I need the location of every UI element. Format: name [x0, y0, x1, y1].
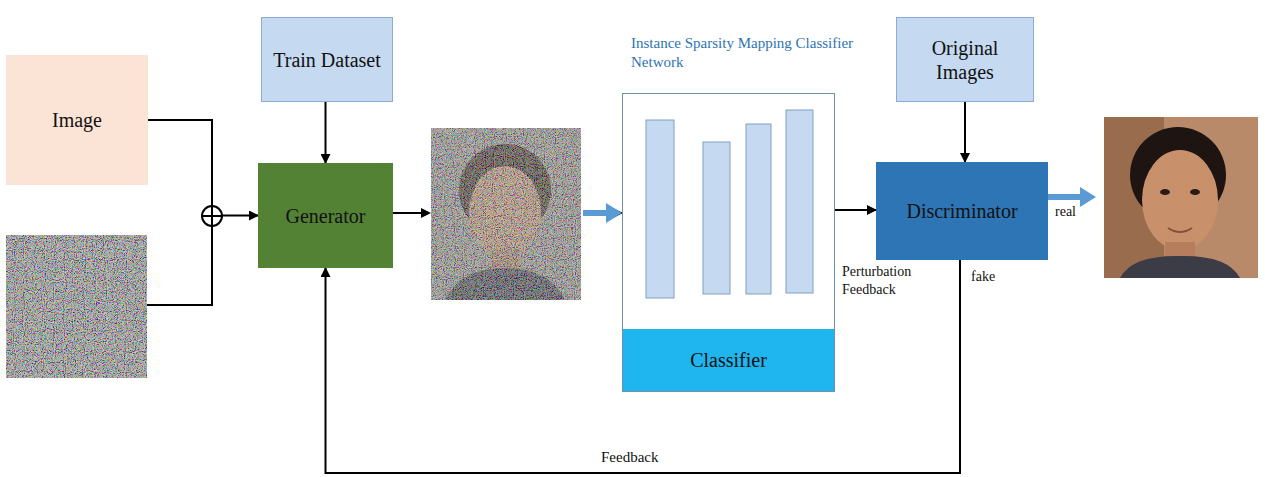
- flow-arrow: [1080, 187, 1096, 207]
- connector-arrow: [964, 102, 966, 162]
- network-box: ClassifierInstance Sparsity Mapping Clas…: [622, 93, 835, 392]
- flow-arrow: [1048, 194, 1082, 200]
- input-box: Image: [6, 55, 148, 185]
- classifier-band: Classifier: [623, 329, 834, 391]
- dataset-box: Original Images: [896, 17, 1034, 102]
- noise-image: [6, 235, 147, 378]
- edge-label: Perturbation Feedback: [841, 263, 923, 298]
- box-label: Classifier: [686, 348, 771, 372]
- network-layer: [746, 124, 771, 294]
- noise-image: [6, 235, 147, 378]
- box-label: Train Dataset: [269, 48, 385, 72]
- network-layer: [703, 142, 730, 294]
- discriminator-box: Discriminator: [876, 162, 1048, 260]
- output-label: real: [1054, 203, 1077, 221]
- noisy-face-image: [431, 128, 581, 300]
- real-face-image: [1168, 228, 1192, 232]
- connector-group: [148, 102, 965, 473]
- edge-label: Feedback: [600, 448, 659, 467]
- connector-arrow: [148, 120, 258, 216]
- real-face-image: [1190, 189, 1200, 195]
- generator-box: Generator: [258, 163, 393, 268]
- arrow-head: [421, 208, 431, 218]
- box-label: Image: [48, 108, 106, 132]
- flow-arrow: [583, 210, 608, 216]
- output-label: fake: [970, 268, 996, 286]
- noisy-face-image: [431, 128, 581, 300]
- real-face-image: [1142, 150, 1218, 250]
- connector-arrow: [326, 260, 961, 473]
- real-face-image: [1120, 256, 1240, 278]
- box-label: Generator: [282, 204, 370, 228]
- sum-symbol: [202, 206, 222, 226]
- network-heading: Instance Sparsity Mapping Classifier Net…: [631, 34, 866, 72]
- noise-wire: [147, 226, 212, 305]
- real-face-image: [1104, 117, 1258, 278]
- sum-symbol: [211, 206, 213, 226]
- connector-arrow: [835, 209, 876, 211]
- box-label: Discriminator: [902, 199, 1021, 223]
- network-layer: [786, 110, 813, 293]
- noisy-face-image: [431, 128, 581, 300]
- real-face-image: [1160, 189, 1170, 195]
- box-label: Original Images: [897, 36, 1033, 84]
- dataset-box: Train Dataset: [261, 17, 393, 102]
- flow-arrow: [606, 203, 622, 223]
- network-layer: [646, 120, 674, 298]
- connector-arrow: [325, 102, 327, 163]
- real-face-image: [1104, 117, 1258, 278]
